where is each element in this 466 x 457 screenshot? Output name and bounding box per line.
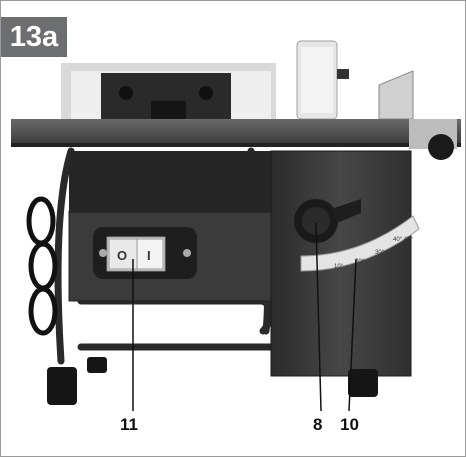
switch-on-symbol: I	[147, 248, 151, 263]
tabletop	[11, 119, 461, 145]
fence-clamp	[409, 119, 457, 160]
blade-guard	[296, 40, 349, 120]
scale-mark: 10°	[334, 264, 344, 270]
scale-mark: 20°	[355, 259, 365, 265]
cable-coil	[26, 196, 58, 336]
figure-label: 13a	[1, 17, 67, 57]
callout-8: 8	[313, 415, 323, 434]
scale-mark: 30°	[375, 250, 385, 256]
callout-leaders	[132, 222, 357, 412]
callout-11: 11	[120, 415, 138, 434]
callout-10: 10	[340, 415, 359, 434]
bevel-knob	[294, 199, 361, 243]
saw-head	[61, 63, 276, 123]
scale-mark: 40° 45°	[393, 237, 413, 243]
rubber-feet	[47, 357, 378, 405]
rip-fence	[378, 70, 414, 120]
bevel-scale	[300, 215, 420, 272]
on-off-switch	[93, 227, 197, 279]
switch-off-symbol: O	[117, 248, 127, 263]
